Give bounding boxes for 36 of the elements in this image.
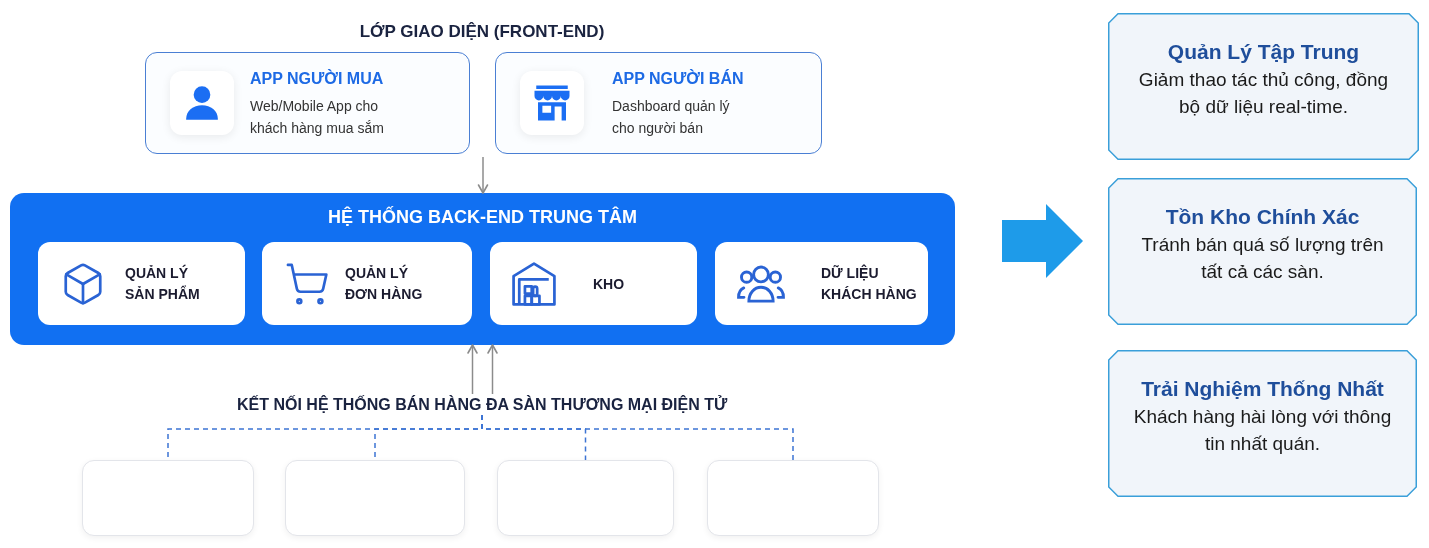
block-arrow — [1002, 204, 1083, 278]
benefit-title: Tồn Kho Chính Xác — [1165, 204, 1360, 230]
benefit-description: Tránh bán quá số lượng trên tất cả các sàn. — [1140, 233, 1385, 284]
module-label: KHO — [593, 274, 626, 293]
panel-heading: HỆ THỐNG BACK-END TRUNG TÂM — [328, 205, 637, 229]
card-title: APP NGƯỜI BÁN — [612, 68, 745, 89]
arrow — [477, 156, 489, 194]
app-card — [495, 52, 822, 154]
module-label: QUẢN LÝ ĐƠN HÀNG — [345, 263, 424, 304]
card-description: Web/Mobile App cho khách hàng mua sắm — [250, 96, 385, 138]
app-card — [145, 52, 470, 154]
benefit-title: Quản Lý Tập Trung — [1167, 39, 1360, 65]
module-card — [490, 242, 697, 325]
module-card — [38, 242, 245, 325]
dashed-connector — [481, 414, 794, 461]
benefit-card — [1108, 178, 1417, 325]
benefit-card — [1108, 350, 1417, 497]
benefit-card — [1108, 13, 1419, 160]
empty-card — [82, 460, 254, 536]
empty-card — [497, 460, 674, 536]
module-card — [715, 242, 928, 325]
empty-card — [285, 460, 465, 536]
section-heading: LỚP GIAO DIỆN (FRONT-END) — [359, 21, 605, 43]
benefit-description: Giảm thao tác thủ công, đồng bộ dữ liệu real-time. — [1137, 68, 1390, 119]
arrow — [467, 344, 478, 395]
module-card — [262, 242, 472, 325]
card-description: Dashboard quản lý cho người bán — [612, 96, 731, 138]
section-heading: KẾT NỐI HỆ THỐNG BÁN HÀNG ĐA SÀN THƯƠNG MẠI ĐIỆN TỬ — [237, 394, 727, 415]
benefit-title: Trải Nghiệm Thống Nhất — [1141, 376, 1384, 402]
arrow — [487, 344, 498, 395]
module-label: DỮ LIỆU KHÁCH HÀNG — [821, 263, 918, 304]
backend-panel — [10, 193, 955, 345]
module-label: QUẢN LÝ SẢN PHẨM — [125, 263, 201, 304]
benefit-description: Khách hàng hài lòng với thông tin nhất quán. — [1132, 405, 1393, 456]
card-title: APP NGƯỜI MUA — [250, 68, 385, 89]
empty-card — [707, 460, 879, 536]
